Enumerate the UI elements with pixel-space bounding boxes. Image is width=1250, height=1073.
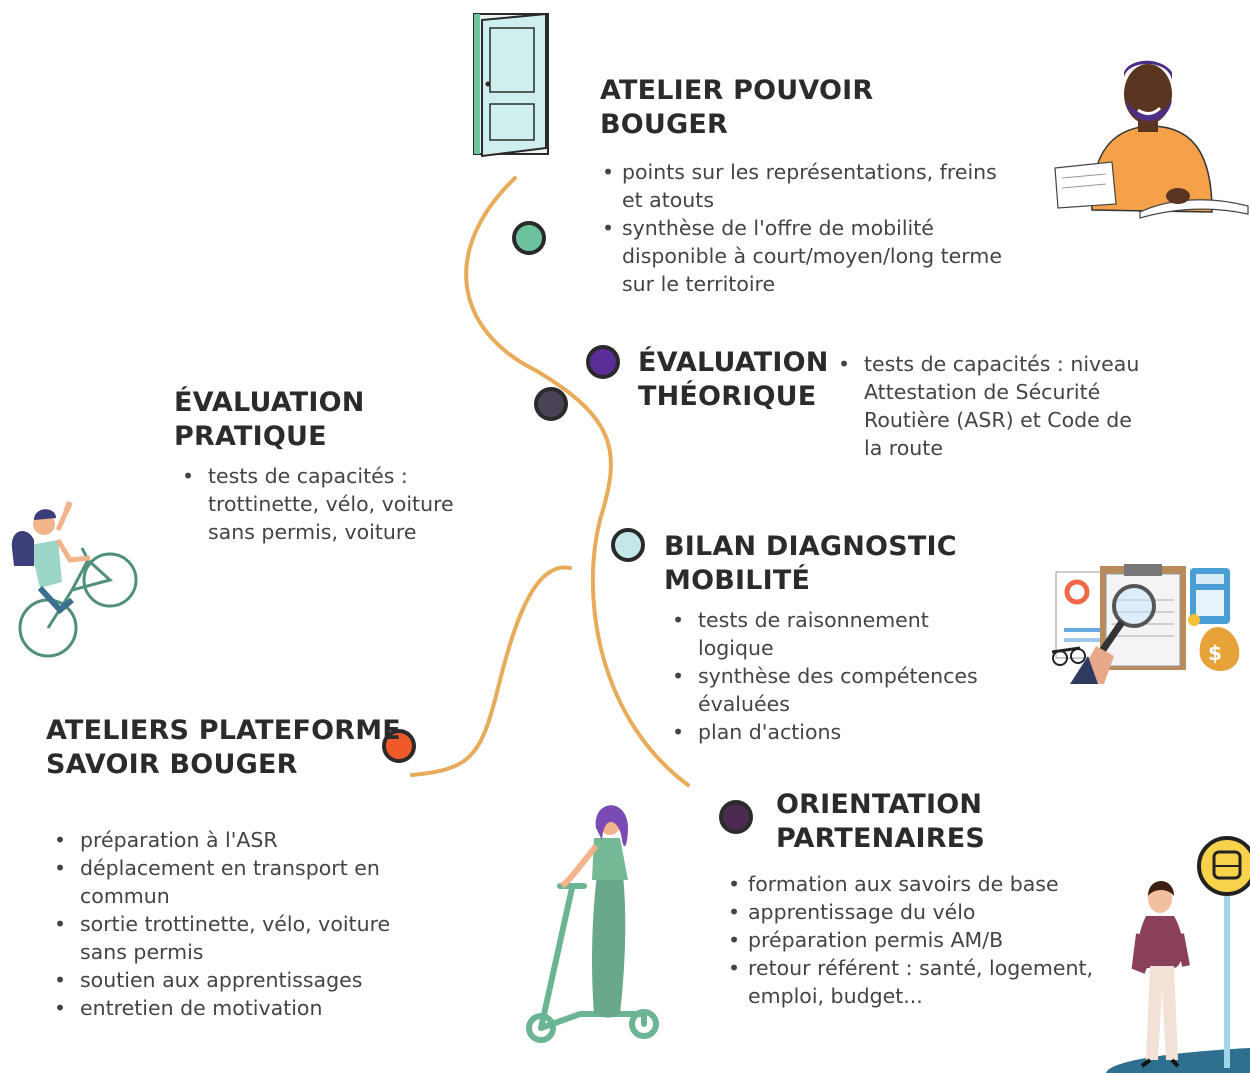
section-orientation-partenaires-list: formation aux savoirs de base apprentiss… xyxy=(726,870,1116,1010)
section-title: BILAN DIAGNOSTIC MOBILITÉ xyxy=(664,531,957,596)
list-item: préparation permis AM/B xyxy=(726,926,1116,954)
list-item: tests de capacités : trottinette, vélo, … xyxy=(174,462,474,546)
section-title: ORIENTATION PARTENAIRES xyxy=(776,789,986,854)
bullet-list: préparation à l'ASR déplacement en trans… xyxy=(46,826,396,1022)
list-item: préparation à l'ASR xyxy=(46,826,396,854)
woman-bus-stop-icon xyxy=(1106,836,1250,1073)
list-item: tests de capacités : niveau Attestation … xyxy=(830,350,1140,462)
bullet-list: points sur les représentations, freins e… xyxy=(600,158,1020,298)
bullet-list: tests de capacités : niveau Attestation … xyxy=(830,350,1140,462)
section-bilan-diagnostic: BILAN DIAGNOSTIC MOBILITÉ tests de raiso… xyxy=(664,530,1064,746)
stage-dot-pratique xyxy=(534,387,568,421)
section-title: ATELIERS PLATEFORME SAVOIR BOUGER xyxy=(46,715,401,780)
bullet-list: tests de raisonnement logique synthèse d… xyxy=(664,606,1004,746)
section-ateliers-plateforme: ATELIERS PLATEFORME SAVOIR BOUGER prépar… xyxy=(46,714,406,1022)
list-item: plan d'actions xyxy=(664,718,1004,746)
bullet-list: tests de capacités : trottinette, vélo, … xyxy=(174,462,474,546)
woman-scooter-icon xyxy=(526,805,659,1043)
svg-text:$: $ xyxy=(1208,641,1222,665)
list-item: tests de raisonnement logique xyxy=(664,606,1004,662)
list-item: sortie trottinette, vélo, voiture sans p… xyxy=(46,910,396,966)
stage-dot-orientation xyxy=(719,800,753,834)
list-item: formation aux savoirs de base xyxy=(726,870,1116,898)
stage-dot-plateforme xyxy=(382,729,416,763)
cyclist-icon xyxy=(11,500,138,658)
man-reading-icon xyxy=(1054,60,1249,219)
bullet-list: formation aux savoirs de base apprentiss… xyxy=(726,870,1116,1010)
open-door-icon xyxy=(473,12,549,158)
section-atelier-pouvoir-bouger: ATELIER POUVOIR BOUGER points sur les re… xyxy=(600,74,1020,298)
stage-dot-atelier xyxy=(512,221,546,255)
section-evaluation-pratique: ÉVALUATION PRATIQUE tests de capacités :… xyxy=(174,386,504,546)
section-title: ÉVALUATION PRATIQUE xyxy=(174,387,365,452)
list-item: entretien de motivation xyxy=(46,994,396,1022)
stage-dot-bilan xyxy=(611,528,645,562)
list-item: points sur les représentations, freins e… xyxy=(600,158,1020,214)
section-orientation-partenaires: ORIENTATION PARTENAIRES xyxy=(776,788,1036,856)
section-evaluation-theorique-list: tests de capacités : niveau Attestation … xyxy=(830,350,1140,462)
list-item: synthèse de l'offre de mobilité disponib… xyxy=(600,214,1020,298)
list-item: soutien aux apprentissages xyxy=(46,966,396,994)
list-item: déplacement en transport en commun xyxy=(46,854,396,910)
stage-dot-theorique xyxy=(586,345,620,379)
section-title: ÉVALUATION THÉORIQUE xyxy=(638,347,829,412)
list-item: retour référent : santé, logement, emplo… xyxy=(726,954,1116,1010)
section-title: ATELIER POUVOIR BOUGER xyxy=(600,75,874,140)
journey-path xyxy=(464,176,690,787)
list-item: apprentissage du vélo xyxy=(726,898,1116,926)
balance-sheet-magnifier-icon: $ xyxy=(1051,564,1240,684)
list-item: synthèse des compétences évaluées xyxy=(664,662,1004,718)
journey-branch-path xyxy=(410,565,572,777)
section-evaluation-theorique: ÉVALUATION THÉORIQUE xyxy=(638,346,838,414)
